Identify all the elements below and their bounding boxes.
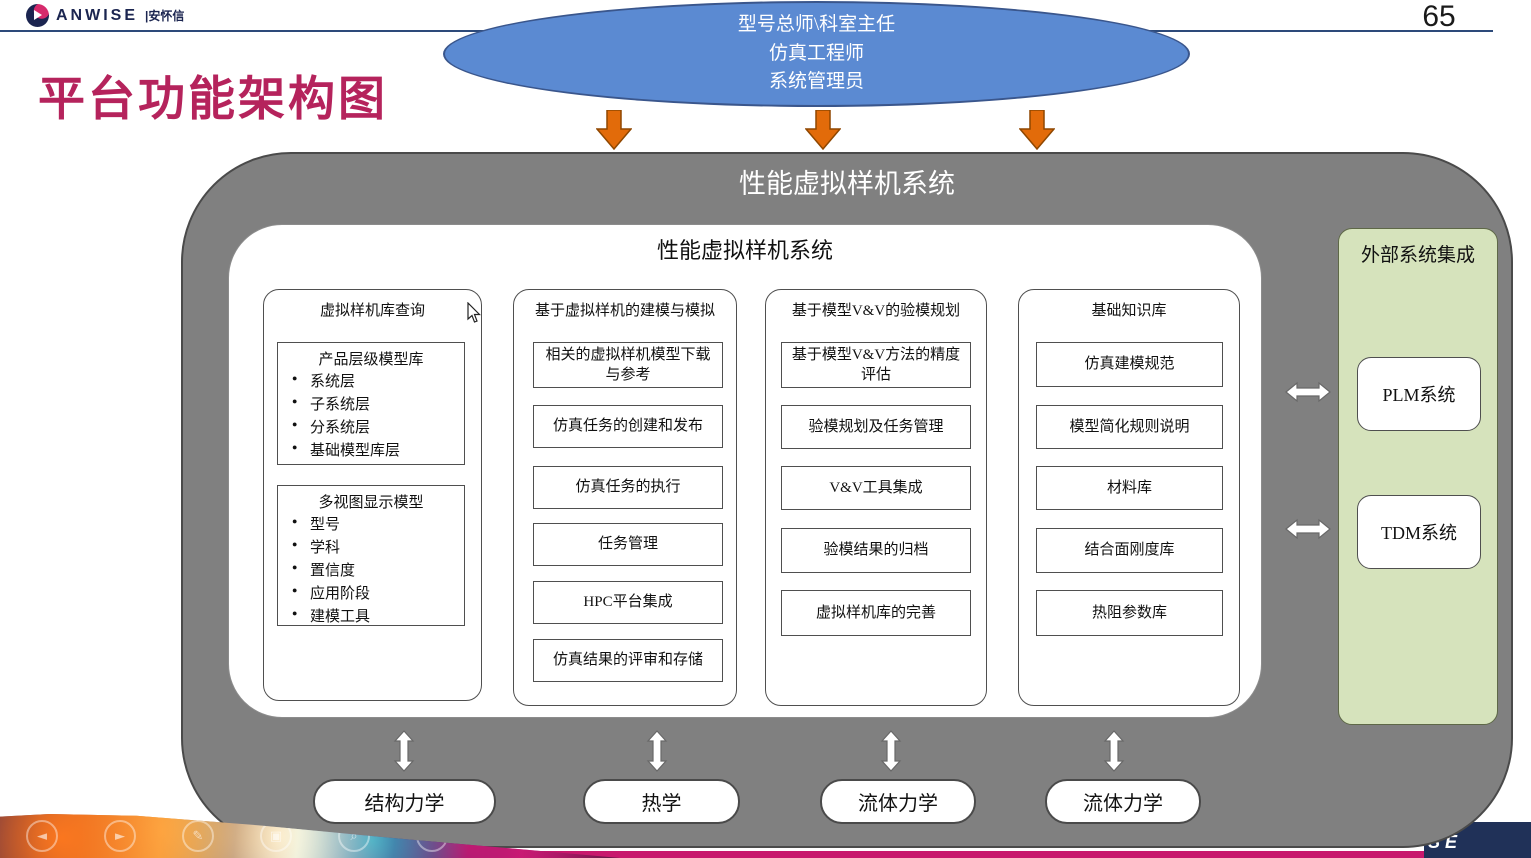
external-systems-panel — [1338, 228, 1498, 725]
group-heading: 多视图显示模型 — [318, 495, 424, 511]
system-outer-title: 性能虚拟样机系统 — [739, 169, 955, 199]
double-arrow-horizontal-icon — [1285, 518, 1331, 540]
page-number: 65 — [1422, 0, 1456, 33]
feature-box: 结合面刚度库 — [1036, 528, 1223, 573]
feature-box: 仿真建模规范 — [1036, 342, 1223, 387]
feature-box: HPC平台集成 — [533, 581, 723, 624]
column-vv-planning-title: 基于模型V&V的验模规划 — [791, 303, 961, 319]
feature-box: 验模规划及任务管理 — [781, 405, 971, 449]
plm-system-box: PLM系统 — [1357, 357, 1481, 431]
feature-box: 仿真任务的执行 — [533, 466, 723, 509]
mouse-cursor-icon — [466, 302, 482, 324]
bullet-item: 型号 — [292, 514, 464, 537]
feature-box: 材料库 — [1036, 466, 1223, 510]
down-arrow-icon — [596, 110, 632, 150]
double-arrow-vertical-icon — [880, 730, 902, 772]
bullet-item: 建模工具 — [292, 606, 464, 629]
feature-box: 验模结果的归档 — [781, 528, 971, 573]
feature-box: V&V工具集成 — [781, 466, 971, 510]
bullet-item: 应用阶段 — [292, 583, 464, 606]
user-roles-ellipse: 型号总师\科室主任 仿真工程师 系统管理员 — [443, 1, 1190, 107]
column-knowledge-base-title: 基础知识库 — [1091, 303, 1167, 319]
feature-box: 相关的虚拟样机模型下载与参考 — [533, 342, 723, 388]
double-arrow-vertical-icon — [646, 730, 668, 772]
logo-brand-text: ANWISE — [56, 6, 138, 24]
pen-tool-icon[interactable]: ✎ — [182, 820, 214, 852]
double-arrow-vertical-icon — [393, 730, 415, 772]
external-systems-title: 外部系统集成 — [1360, 245, 1475, 266]
group-heading: 产品层级模型库 — [318, 352, 424, 368]
double-arrow-vertical-icon — [1103, 730, 1125, 772]
prev-slide-icon[interactable]: ◄ — [26, 820, 58, 852]
footer-magenta-strip — [0, 851, 1531, 858]
discipline-box: 流体力学 — [820, 779, 976, 824]
column-modeling-title: 基于虚拟样机的建模与模拟 — [534, 303, 715, 319]
down-arrow-icon — [805, 110, 841, 150]
next-slide-icon[interactable]: ► — [104, 820, 136, 852]
group-product-model-library: 产品层级模型库 系统层 子系统层 分系统层 基础模型库层 — [277, 342, 465, 465]
feature-box: 仿真结果的评审和存储 — [533, 639, 723, 682]
feature-box: 热阻参数库 — [1036, 590, 1223, 636]
system-inner-title: 性能虚拟样机系统 — [656, 238, 833, 263]
anwise-logo-icon — [26, 4, 49, 27]
feature-box: 仿真任务的创建和发布 — [533, 405, 723, 448]
feature-box: 基于模型V&V方法的精度评估 — [781, 342, 971, 388]
slide-title: 平台功能架构图 — [38, 72, 388, 125]
bullet-item: 置信度 — [292, 560, 464, 583]
tdm-system-box: TDM系统 — [1357, 495, 1481, 569]
group-multiview-model: 多视图显示模型 型号 学科 置信度 应用阶段 建模工具 — [277, 485, 465, 626]
logo-brand-cn-text: |安怀信 — [145, 9, 185, 23]
role-line: 型号总师\科室主任 — [737, 14, 896, 36]
bullet-item: 学科 — [292, 537, 464, 560]
anwise-logo: ANWISE |安怀信 — [26, 4, 184, 27]
discipline-box: 热学 — [583, 779, 740, 824]
double-arrow-horizontal-icon — [1285, 381, 1331, 403]
bullet-item: 子系统层 — [292, 394, 464, 417]
bullet-item: 分系统层 — [292, 417, 464, 440]
role-line: 系统管理员 — [768, 71, 864, 93]
down-arrow-icon — [1019, 110, 1055, 150]
discipline-box: 结构力学 — [313, 779, 496, 824]
feature-box: 虚拟样机库的完善 — [781, 590, 971, 636]
column-query-title: 虚拟样机库查询 — [319, 303, 425, 319]
feature-box: 模型简化规则说明 — [1036, 405, 1223, 449]
feature-box: 任务管理 — [533, 523, 723, 566]
role-line: 仿真工程师 — [768, 42, 864, 64]
bullet-item: 基础模型库层 — [292, 440, 464, 463]
discipline-box: 流体力学 — [1045, 779, 1201, 824]
bullet-item: 系统层 — [292, 371, 464, 394]
